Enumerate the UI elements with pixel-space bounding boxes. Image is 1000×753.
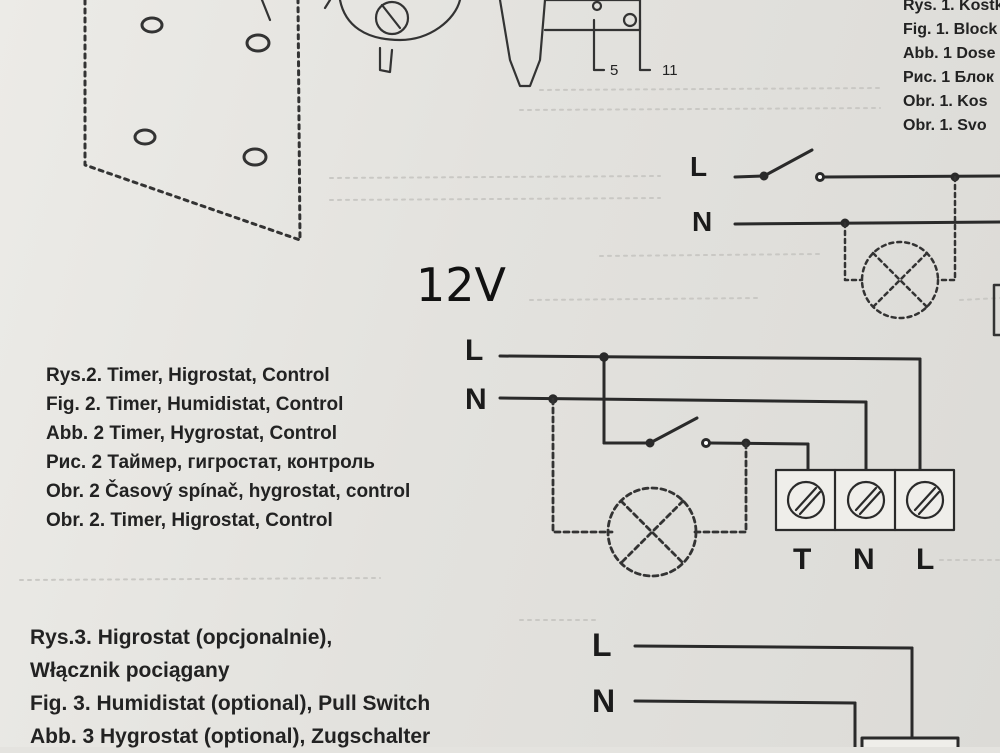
fig1-box-corner — [992, 283, 1000, 337]
fig3-label-n: N — [592, 683, 616, 719]
fig2-caption-line: Obr. 2 Časový spínač, hygrostat, control — [46, 481, 411, 502]
fig3-caption-line: Włącznik pociągany — [30, 659, 230, 682]
fig3-caption-line: Rys.3. Higrostat (opcjonalnie), — [30, 626, 333, 649]
fig1-label-n: N — [692, 206, 713, 237]
fig2-terminal-block — [774, 468, 956, 532]
callout-5: 5 — [610, 62, 619, 79]
fig1-caption-line: Obr. 1. Kos — [903, 93, 988, 110]
fig1-caption-line: Abb. 1 Dose — [903, 45, 996, 62]
fig1-caption-line: Fig. 1. Block — [903, 21, 998, 38]
fig1-caption: Rys. 1. Kostk Fig. 1. Block Abb. 1 Dose … — [903, 0, 1000, 138]
terminal-label-l: L — [916, 543, 935, 576]
terminal-block-drawing — [260, 0, 652, 88]
fig2-label-n: N — [465, 383, 487, 416]
fig1-caption-line: Рис. 1 Блок — [903, 69, 994, 86]
fig2-caption: Rys.2. Timer, Higrostat, Control Fig. 2.… — [46, 361, 410, 535]
fan-housing-outline — [83, 0, 302, 242]
fig2-wiring — [498, 352, 922, 472]
fig3-label-l: L — [592, 627, 612, 663]
fig2-caption-line: Fig. 2. Timer, Humidistat, Control — [46, 394, 344, 415]
fig3-wiring — [633, 644, 960, 747]
fig2-caption-line: Abb. 2 Timer, Hygrostat, Control — [46, 423, 338, 444]
faint-text-lines — [19, 87, 1000, 621]
fan-screw-holes — [133, 16, 271, 167]
fig1-caption-line: Obr. 1. Svo — [903, 117, 987, 134]
fig2-label-l: L — [465, 334, 484, 367]
fig2-caption-line: Rys.2. Timer, Higrostat, Control — [46, 365, 330, 386]
fig2-caption-line: Рис. 2 Таймер, гигростат, контроль — [46, 452, 375, 473]
voltage-annotation: 12V — [416, 258, 507, 312]
fig3-caption-line: Fig. 3. Humidistat (optional), Pull Swit… — [30, 692, 431, 715]
fig1-wiring — [733, 148, 1000, 228]
fig2-caption-line: Obr. 2. Timer, Higrostat, Control — [46, 510, 333, 531]
fig1-label-l: L — [690, 151, 708, 182]
terminal-label-n: N — [853, 543, 875, 576]
fig3-caption: Rys.3. Higrostat (opcjonalnie), Włącznik… — [30, 621, 430, 753]
fig1-lamp — [843, 175, 957, 320]
fig1-caption-line: Rys. 1. Kostk — [903, 0, 1000, 14]
terminal-label-t: T — [793, 543, 812, 576]
fig3-caption-line: Abb. 3 Hygrostat (optional), Zugschalter — [30, 725, 431, 748]
fig2-lamp — [551, 397, 748, 578]
callout-11: 11 — [662, 62, 678, 79]
